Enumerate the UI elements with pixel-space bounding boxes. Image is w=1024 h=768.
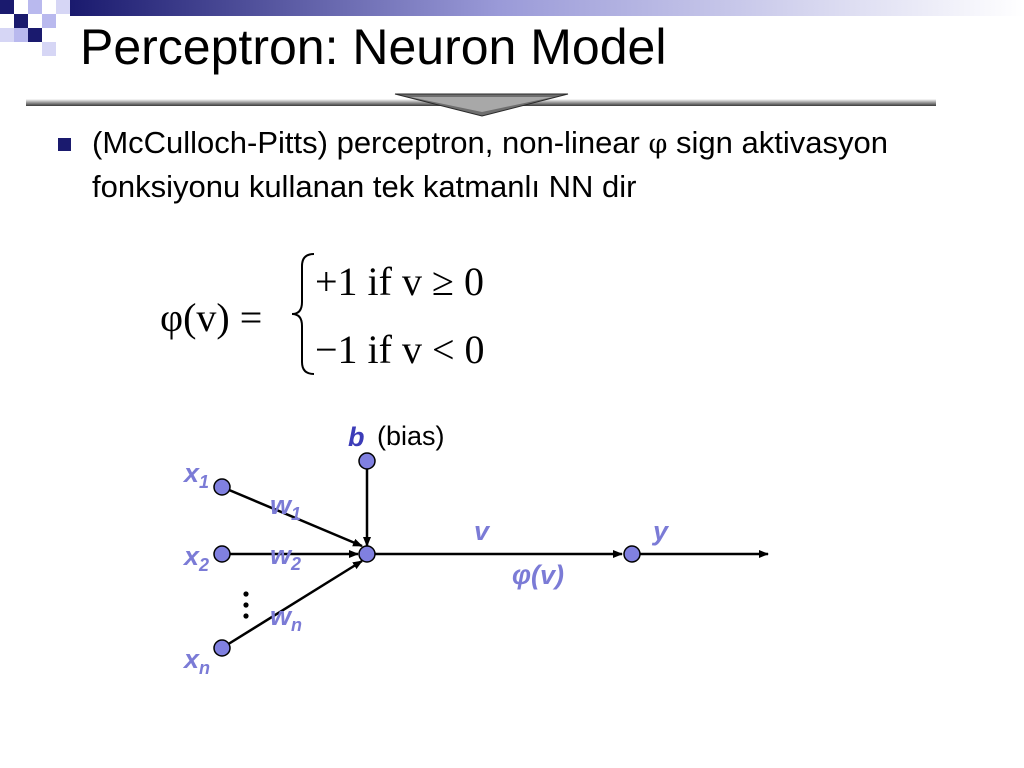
ellipsis-dot [243, 613, 249, 619]
left-brace-icon [291, 253, 315, 375]
label-x1: x1 [184, 458, 210, 492]
label-w2: w2 [270, 540, 302, 574]
edge-x1 [221, 485, 363, 548]
top-band [70, 0, 1024, 16]
label-wn: wn [270, 601, 303, 635]
output-node [623, 545, 641, 563]
formula-lhs: φ(v) = [160, 295, 263, 340]
bullet-text: (McCulloch-Pitts) perceptron, non-linear… [92, 122, 1012, 208]
bias-symbol: b [348, 422, 365, 452]
deco-square [28, 28, 42, 42]
label-xn: xn [184, 644, 211, 678]
input-node-x2 [213, 545, 231, 563]
bullet-square-icon [58, 138, 71, 151]
slide-title: Perceptron: Neuron Model [80, 19, 667, 75]
edge-xn [221, 559, 363, 650]
ellipsis-dot [243, 591, 249, 597]
input-node-xn [213, 639, 231, 657]
bullet-text-after: sign aktivasyon fonksiyonu kullanan tek … [92, 125, 888, 204]
deco-square [14, 14, 28, 28]
deco-square [0, 28, 14, 42]
label-x2: x2 [184, 541, 210, 575]
header-decoration [0, 0, 1024, 117]
formula-case-positive: +1 if v ≥ 0 [315, 259, 484, 304]
deco-square [0, 0, 14, 14]
bullet-text-before: (McCulloch-Pitts) perceptron, non-linear [92, 125, 640, 160]
bias-label: (bias) [377, 421, 445, 451]
input-node-x1 [213, 478, 231, 496]
deco-square [42, 42, 56, 56]
phi-symbol: φ [648, 129, 668, 160]
label-v: v [474, 516, 490, 546]
formula-case-negative: −1 if v < 0 [315, 327, 485, 372]
label-w1: w1 [270, 490, 302, 524]
deco-square [28, 0, 42, 14]
label-phi-v: φ(v) [512, 560, 564, 590]
ellipsis-dot [243, 602, 249, 608]
sign-function-formula: φ(v) = +1 if v ≥ 0 −1 if v < 0 [160, 250, 520, 380]
deco-square [42, 14, 56, 28]
deco-square [14, 28, 28, 42]
label-y: y [653, 516, 669, 546]
bias-node [358, 452, 376, 470]
deco-square [56, 0, 70, 14]
summing-node [358, 545, 376, 563]
